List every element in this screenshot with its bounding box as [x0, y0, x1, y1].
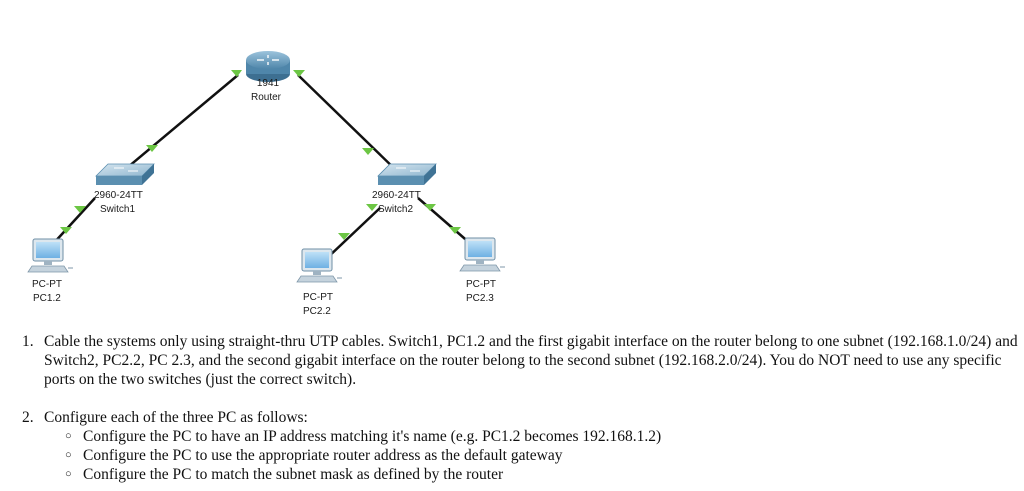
- pc1-2-name-label: PC1.2: [33, 293, 61, 304]
- link-up-icon: [74, 206, 86, 213]
- router-icon: [246, 51, 290, 82]
- circle-bullet-icon: ○: [65, 468, 72, 480]
- switch2-model-label: 2960-24TT: [372, 190, 421, 201]
- network-topology-diagram: 1941 Router 2960-24TT Switch1 2960-24T: [27, 51, 505, 317]
- router-name-label: Router: [251, 92, 282, 103]
- router-device[interactable]: 1941 Router: [246, 51, 290, 103]
- switch1-name-label: Switch1: [100, 204, 135, 215]
- task-text: Cable the systems only using straight-th…: [44, 333, 1018, 388]
- cable-switch2-pc2-2[interactable]: [324, 207, 381, 261]
- link-up-icon: [424, 204, 436, 211]
- task-number: 2.: [22, 409, 34, 426]
- pc2-2-device[interactable]: PC-PT PC2.2: [296, 248, 342, 317]
- subtask-text: Configure the PC to have an IP address m…: [83, 428, 662, 445]
- subtask-item: ○ Configure the PC to have an IP address…: [65, 427, 1018, 446]
- task-item: 1. Cable the systems only using straight…: [22, 332, 1018, 389]
- subtask-text: Configure the PC to use the appropriate …: [83, 447, 563, 464]
- link-up-icon: [338, 233, 350, 240]
- link-up-icon: [449, 227, 461, 234]
- circle-bullet-icon: ○: [65, 430, 72, 442]
- circle-bullet-icon: ○: [65, 449, 72, 461]
- cable-switch1-pc1-2[interactable]: [51, 197, 96, 246]
- link-up-icon: [60, 227, 72, 234]
- switch1-device[interactable]: 2960-24TT Switch1: [94, 163, 155, 215]
- link-up-icon: [362, 148, 374, 155]
- switch-icon: [95, 163, 155, 185]
- pc2-3-device[interactable]: PC-PT PC2.3: [459, 237, 505, 304]
- link-up-icon: [293, 70, 305, 77]
- pc1-2-model-label: PC-PT: [32, 279, 62, 290]
- pc2-3-model-label: PC-PT: [466, 279, 496, 290]
- link-up-icon: [366, 204, 378, 211]
- switch2-device[interactable]: 2960-24TT Switch2: [372, 163, 437, 215]
- subtask-item: ○ Configure the PC to match the subnet m…: [65, 465, 1018, 484]
- computer-icon: [296, 248, 342, 283]
- subtask-list: ○ Configure the PC to have an IP address…: [22, 427, 1018, 484]
- cable-router-switch1[interactable]: [121, 74, 239, 173]
- router-model-label: 1941: [257, 78, 280, 89]
- subtask-text: Configure the PC to match the subnet mas…: [83, 466, 504, 483]
- switch2-name-label: Switch2: [378, 204, 413, 215]
- link-status-indicators: [60, 70, 461, 240]
- pc2-2-model-label: PC-PT: [303, 292, 333, 303]
- pc2-3-name-label: PC2.3: [466, 293, 494, 304]
- computer-icon: [459, 237, 505, 272]
- pc1-2-device[interactable]: PC-PT PC1.2: [27, 238, 73, 304]
- instructions: 1. Cable the systems only using straight…: [22, 332, 1018, 484]
- task-item: 2. Configure each of the three PC as fol…: [22, 408, 1018, 427]
- link-up-icon: [146, 145, 158, 152]
- task-text: Configure each of the three PC as follow…: [44, 409, 308, 426]
- pc2-2-name-label: PC2.2: [303, 306, 331, 317]
- cable-router-switch2[interactable]: [297, 74, 401, 175]
- computer-icon: [27, 238, 73, 273]
- subtask-item: ○ Configure the PC to use the appropriat…: [65, 446, 1018, 465]
- switch1-model-label: 2960-24TT: [94, 190, 143, 201]
- link-up-icon: [231, 70, 242, 77]
- switch-icon: [377, 163, 437, 185]
- task-number: 1.: [22, 333, 34, 350]
